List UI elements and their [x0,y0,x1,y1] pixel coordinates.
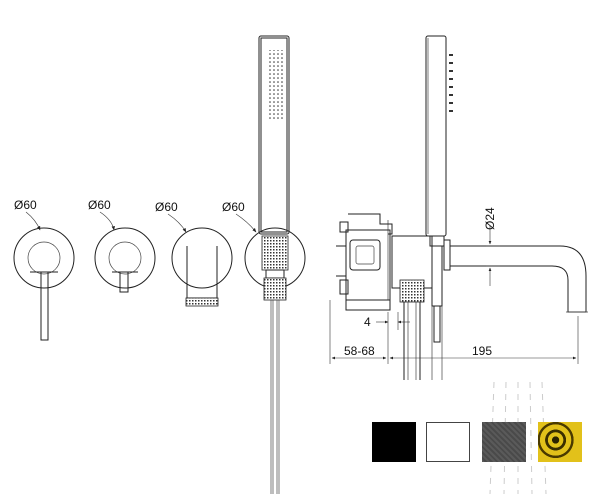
dimension-4: 4 [364,312,410,330]
black-finish-swatch [372,422,416,462]
diameter-label-2: Ø60 [88,198,111,212]
gunmetal-finish-swatch [482,422,526,462]
dimension-spout-diameter: Ø24 [483,207,500,286]
dim-depth-label: 58-68 [344,344,375,358]
front-handshower: Ø60 [222,35,306,494]
diameter-label-3: Ø60 [155,200,178,214]
dimension-length: 195 [389,316,579,364]
spout-diameter-label: Ø24 [483,207,497,230]
white-finish-swatch [426,422,470,462]
gold-finish-swatch [538,422,582,462]
side-view-assembly [336,35,588,380]
diameter-label-4: Ø60 [222,200,245,214]
dim-length-label: 195 [472,344,492,358]
front-mixer-1: Ø60 [13,198,75,341]
front-mixer-2: Ø60 [88,198,156,293]
front-spout: Ø60 [155,200,233,307]
dim-4-label: 4 [364,315,371,329]
dimension-depth: 58-68 [329,300,389,364]
diameter-label-1: Ø60 [14,198,37,212]
